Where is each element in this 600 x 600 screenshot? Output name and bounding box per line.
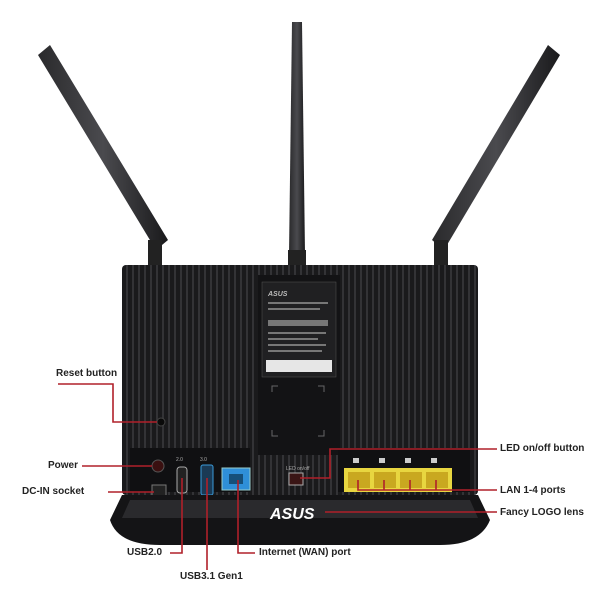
reset-button (156, 417, 166, 427)
lan-ports (344, 458, 452, 492)
svg-text:ASUS: ASUS (267, 291, 288, 298)
callout-lan-ports: LAN 1-4 ports (500, 485, 566, 496)
callout-usb3: USB3.1 Gen1 (180, 571, 243, 582)
antenna-right (432, 45, 560, 270)
callout-dc-in: DC-IN socket (22, 486, 85, 497)
callout-power: Power (48, 460, 79, 471)
callout-logo-lens: Fancy LOGO lens (500, 507, 584, 518)
led-button (288, 472, 304, 486)
callout-wan: Internet (WAN) port (259, 547, 351, 558)
fancy-logo-lens: ASUS (269, 506, 315, 523)
antenna-center (288, 22, 306, 275)
antenna-left (38, 45, 168, 270)
svg-text:2.0: 2.0 (176, 457, 183, 463)
svg-text:3.0: 3.0 (200, 457, 207, 463)
callout-led-button: LED on/off button (500, 443, 585, 454)
svg-text:LED on/off: LED on/off (286, 466, 310, 472)
power-button (151, 459, 165, 473)
callout-usb2: USB2.0 (127, 547, 163, 558)
callout-lines (58, 383, 497, 570)
callout-reset-button: Reset button (56, 368, 118, 379)
